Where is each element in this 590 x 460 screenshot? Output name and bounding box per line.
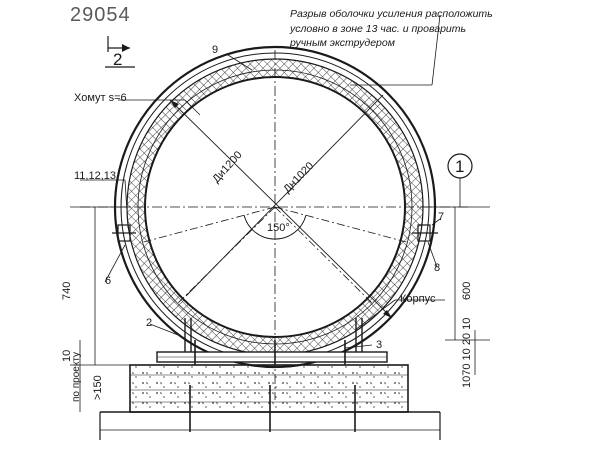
label-pos-8: 8 <box>434 262 441 274</box>
dim-150: >150 <box>92 375 104 400</box>
callout-1-label: 1 <box>455 157 465 176</box>
note-line-3: ручным экструдером <box>290 37 395 49</box>
label-leaders <box>80 14 445 349</box>
label-pos-6: 6 <box>105 275 112 287</box>
leader-arrows <box>170 100 392 318</box>
angle-rays <box>139 206 411 304</box>
concrete-foundation <box>129 364 409 413</box>
label-angle: 150° <box>267 222 290 234</box>
angle-arc <box>243 214 307 240</box>
note-line-1: Разрыв оболочки усиления расположить <box>290 8 493 20</box>
label-pos-11-12-13: 11,12,13 <box>74 170 117 182</box>
label-pos-7: 7 <box>438 211 445 223</box>
dim-right-stack: 1070 10 20 10 <box>461 317 473 388</box>
clamp-lugs <box>112 224 438 242</box>
section-arrow-head <box>122 44 130 52</box>
label-clamp: Хомут s=6 <box>74 92 127 104</box>
label-pos-2: 2 <box>146 317 153 329</box>
label-pos-3: 3 <box>376 339 383 351</box>
dim-600: 600 <box>461 281 473 300</box>
dimension-right <box>420 206 490 375</box>
label-body: Корпус <box>400 293 436 305</box>
section-mark: 2 <box>113 50 123 69</box>
dim-project-text: по проекту <box>71 351 82 402</box>
label-pos-9: 9 <box>212 44 219 56</box>
dimension-left <box>70 206 130 412</box>
dim-740: 740 <box>61 281 73 300</box>
note-line-2: условно в зоне 13 час. и проварить <box>290 23 467 35</box>
sheet-number: 29054 <box>70 4 131 26</box>
